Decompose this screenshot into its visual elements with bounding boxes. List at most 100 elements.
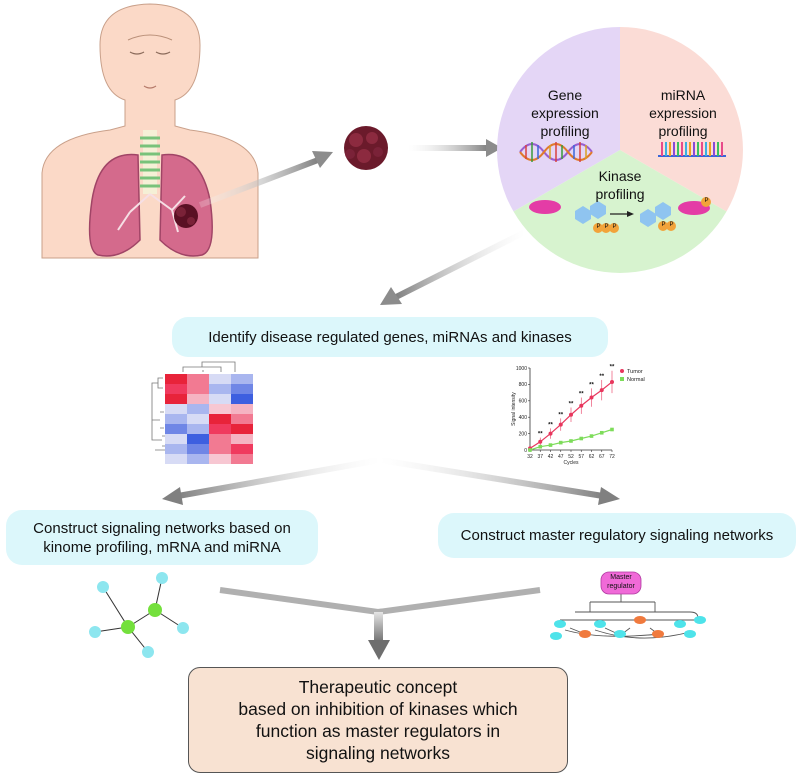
heatmap-cell [165,374,187,384]
tumor-in-lung-icon [174,204,198,228]
expression-heatmap [165,374,253,464]
x-tick-label: 37 [537,454,543,460]
heatmap-cell [231,404,253,414]
mirna-expression-label: miRNA expression profiling [649,87,717,139]
heatmap-cell [209,384,231,394]
heatmap-cell [187,444,209,454]
data-point [528,448,532,452]
heatmap-cell [165,434,187,444]
heatmap-cell [209,404,231,414]
arrow-split-right [379,457,620,505]
legend-marker [620,369,624,373]
master-regulator-node [600,571,642,595]
x-axis-label: Cycles [563,460,579,466]
x-tick-label: 47 [558,454,564,460]
x-tick-label: 72 [609,454,615,460]
y-tick-label: 800 [519,382,528,388]
construct-networks-line-1: Construct signaling networks based on [33,519,291,537]
data-point [538,439,543,444]
heatmap-cell [209,454,231,464]
significance-label: ** [548,422,553,428]
arrow-profiling-to-identify [380,229,527,305]
heatmap-cell [187,374,209,384]
heatmap-cell [209,374,231,384]
heatmap-cell [187,384,209,394]
heatmap-cell [231,454,253,464]
heatmap-cell [165,394,187,404]
tree-node [594,620,606,628]
kinase-reaction-icon [529,197,711,233]
significance-label: ** [569,402,574,408]
network-node [142,646,154,658]
heatmap-cell [209,444,231,454]
tree-node [550,632,562,640]
heatmap-cell [209,414,231,424]
heatmap-cell [165,384,187,394]
significance-label: ** [599,374,604,380]
master-regulatory-text: Construct master regulatory signaling ne… [460,527,774,544]
heatmap-cell [165,414,187,424]
pie-slice-kinase-profiling [513,150,727,273]
network-node [97,581,109,593]
heatmap-cell [231,414,253,424]
data-point [569,412,573,417]
arrow-lung-to-tumor [198,151,333,208]
heatmap-cell [165,444,187,454]
tree-node [694,616,706,624]
trachea-icon [140,130,160,194]
x-tick-label: 57 [578,454,584,460]
y-tick-label: 1000 [516,366,527,372]
heatmap-cell [231,394,253,404]
data-point [558,422,563,427]
significance-label: ** [579,392,584,398]
tree-node [652,630,664,638]
construct-networks-line-2: kinome profiling, mRNA and miRNA [43,538,281,556]
significance-label: ** [538,432,543,438]
heatmap-cell [165,454,187,464]
heatmap-cell [165,424,187,434]
phospho-letter: P [704,198,709,204]
phospho-letter: P [604,224,609,230]
pie-slice-mirna-expression [620,27,743,212]
data-point [589,395,594,400]
therapeutic-line-2: based on inhibition of kinases which [238,699,518,719]
hub-node [148,603,162,617]
legend-marker [620,377,624,381]
heatmap-dendrogram [151,361,236,451]
heatmap-cell [187,414,209,424]
heatmap-cell [209,434,231,444]
data-point [610,427,614,432]
master-regulatory-box: Construct master regulatory signaling ne… [438,513,796,558]
network-node [89,626,101,638]
heatmap-cell [231,444,253,454]
phospho-letter: P [612,224,617,230]
heatmap-cell [187,424,209,434]
arrow-merge-down [219,587,541,660]
therapeutic-line-1: Therapeutic concept [298,677,458,697]
network-node [177,622,189,634]
network-nodes [89,572,189,658]
heatmap-cell [231,424,253,434]
therapeutic-concept-box: Therapeutic concept based on inhibition … [188,667,568,773]
data-point [548,431,553,436]
construct-networks-box: Construct signaling networks based on ki… [6,510,318,565]
dna-wave-icon [519,142,593,162]
phospho-letter: P [596,224,601,230]
heatmap-cell [187,404,209,414]
x-tick-label: 62 [589,454,595,460]
heatmap-cell [209,424,231,434]
y-tick-label: 0 [524,448,527,454]
tree-node [554,620,566,628]
heatmap-cell [187,434,209,444]
data-point [579,403,584,408]
x-tick-label: 32 [527,454,533,460]
mirna-strand-icon [658,142,726,157]
master-regulator-label: Master regulator [607,574,635,590]
therapeutic-line-3: function as master regulators in [255,721,501,741]
significance-label: ** [558,412,563,418]
heatmap-cell [209,394,231,404]
data-point [548,443,553,447]
pie-slice-gene-expression [497,27,620,212]
